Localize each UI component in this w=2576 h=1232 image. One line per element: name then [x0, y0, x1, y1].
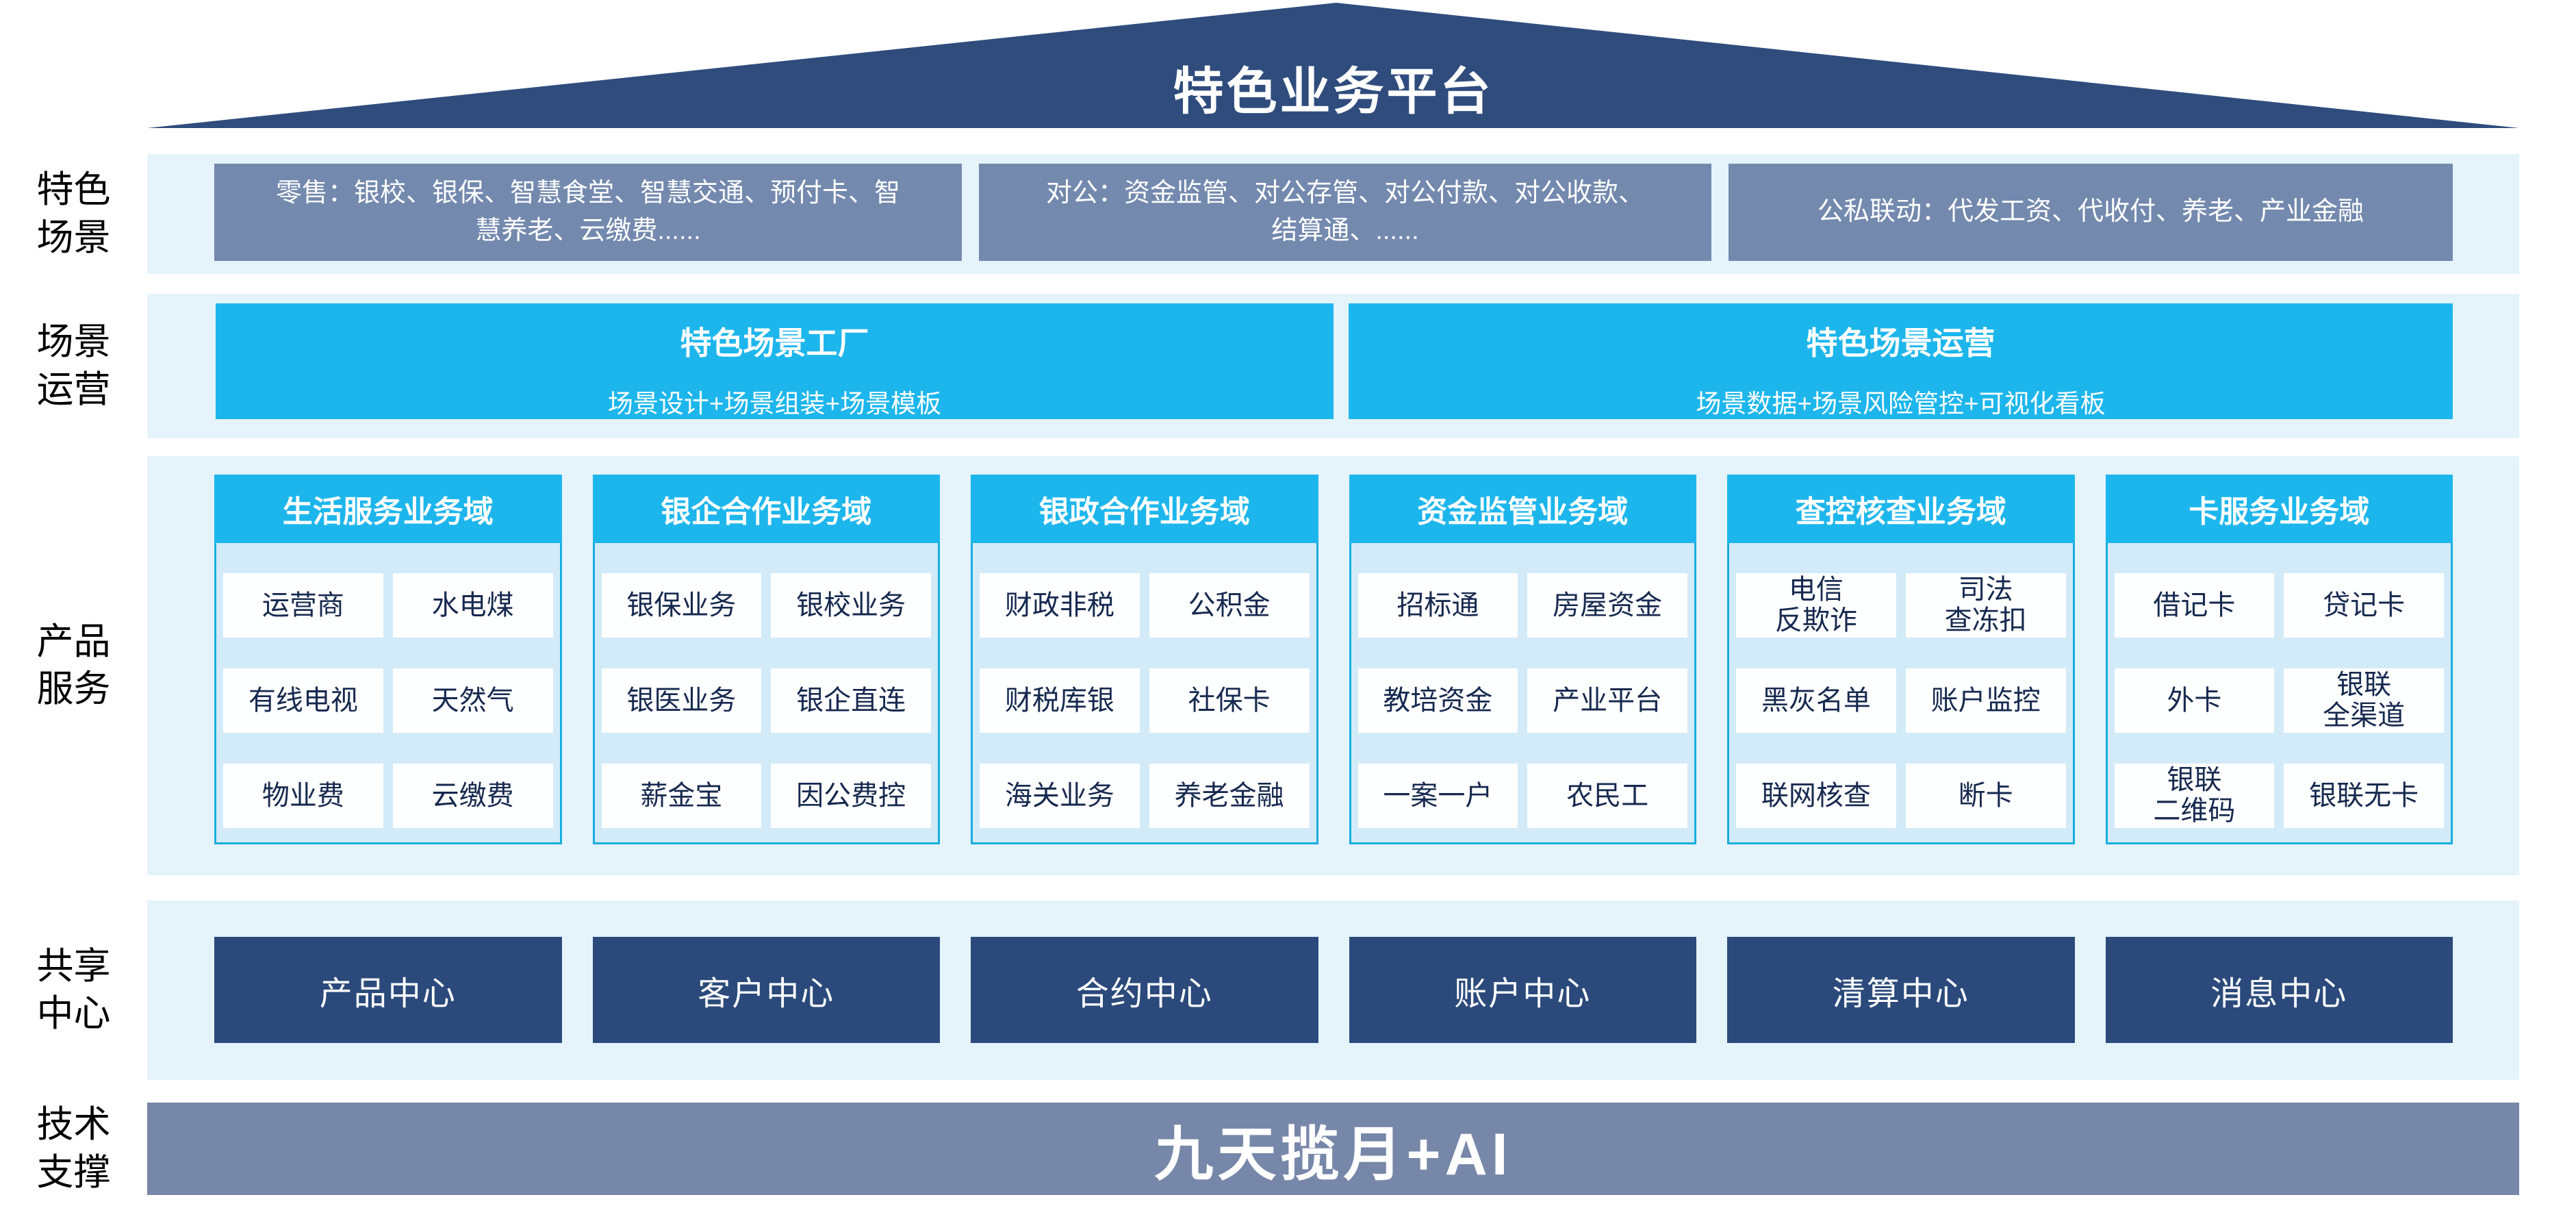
product-cell: 运营商	[223, 573, 383, 638]
domain-header: 银政合作业务域	[971, 475, 1318, 543]
scenarios-band: 零售：银校、银保、智慧食堂、智慧交通、预付卡、智慧养老、云缴费...... 对公…	[147, 154, 2519, 274]
ops-box-scene-factory: 特色场景工厂 场景设计+场景组装+场景模板	[216, 303, 1334, 419]
operations-band: 特色场景工厂 场景设计+场景组装+场景模板 特色场景运营 场景数据+场景风险管控…	[147, 294, 2519, 438]
shared-center-message: 消息中心	[2105, 937, 2453, 1043]
product-cell: 天然气	[392, 668, 553, 733]
product-cell: 薪金宝	[601, 764, 762, 828]
product-cell: 断卡	[1905, 764, 2066, 828]
product-cell: 联网核查	[1736, 764, 1896, 828]
domain-body: 银保业务 银校业务 银医业务 银企直连 薪金宝 因公费控	[592, 543, 940, 844]
domain-column-bank-government: 银政合作业务域 财政非税 公积金 财税库银 社保卡 海关业务 养老金融	[971, 475, 1318, 844]
product-cell: 社保卡	[1149, 668, 1310, 733]
product-cell: 银校业务	[771, 573, 931, 638]
rail-label-operations: 场景 运营	[36, 321, 111, 410]
product-cell: 银联 全渠道	[2284, 668, 2444, 733]
rail-label-products: 产品 服务	[36, 620, 111, 709]
domain-header: 生活服务业务域	[214, 475, 562, 543]
product-cell: 海关业务	[980, 764, 1140, 828]
product-cell: 农民工	[1527, 764, 1687, 828]
rail-label-scenarios: 特色 场景	[36, 169, 111, 258]
products-band: 生活服务业务域 运营商 水电煤 有线电视 天然气 物业费 云缴费 银企合作业务域…	[147, 456, 2519, 875]
domain-column-life-services: 生活服务业务域 运营商 水电煤 有线电视 天然气 物业费 云缴费	[214, 475, 562, 844]
shared-center-contract: 合约中心	[971, 937, 1318, 1043]
platform-title: 特色业务平台	[1173, 63, 1494, 120]
product-cell: 房屋资金	[1527, 573, 1687, 638]
product-cell: 银企直连	[771, 668, 931, 733]
domain-header: 资金监管业务域	[1349, 475, 1696, 543]
domain-column-bank-enterprise: 银企合作业务域 银保业务 银校业务 银医业务 银企直连 薪金宝 因公费控	[592, 475, 940, 844]
product-cell: 财政非税	[980, 573, 1140, 638]
ops-box-title: 特色场景运营	[1806, 325, 1995, 361]
product-cell: 教培资金	[1357, 668, 1518, 733]
domain-body: 借记卡 贷记卡 外卡 银联 全渠道 银联 二维码 银联无卡	[2105, 543, 2453, 844]
ops-box-subtitle: 场景数据+场景风险管控+可视化看板	[1696, 390, 2106, 418]
product-cell: 因公费控	[771, 764, 931, 828]
product-cell: 银联 二维码	[2114, 764, 2275, 828]
product-cell: 物业费	[223, 764, 383, 828]
product-cell: 贷记卡	[2284, 573, 2444, 638]
product-cell: 账户监控	[1905, 668, 2066, 733]
product-cell: 云缴费	[392, 764, 553, 828]
roof-banner: 特色业务平台	[147, 0, 2519, 130]
domain-column-fund-supervision: 资金监管业务域 招标通 房屋资金 教培资金 产业平台 一案一户 农民工	[1349, 475, 1696, 844]
domain-column-card-services: 卡服务业务域 借记卡 贷记卡 外卡 银联 全渠道 银联 二维码 银联无卡	[2105, 475, 2453, 844]
domain-body: 运营商 水电煤 有线电视 天然气 物业费 云缴费	[214, 543, 562, 844]
domain-header: 银企合作业务域	[592, 475, 940, 543]
shared-band: 产品中心 客户中心 合约中心 账户中心 清算中心 消息中心	[147, 901, 2519, 1080]
product-cell: 黑灰名单	[1736, 668, 1896, 733]
product-cell: 公积金	[1149, 573, 1310, 638]
ops-box-title: 特色场景工厂	[680, 325, 869, 361]
domain-column-inquiry-control: 查控核查业务域 电信 反欺诈 司法 查冻扣 黑灰名单 账户监控 联网核查 断卡	[1727, 475, 2075, 844]
product-cell: 财税库银	[980, 668, 1140, 733]
shared-center-clearing: 清算中心	[1727, 937, 2075, 1043]
scenario-box-corporate: 对公：资金监管、对公存管、对公付款、对公收款、结算通、......	[979, 164, 1711, 261]
domain-body: 招标通 房屋资金 教培资金 产业平台 一案一户 农民工	[1349, 543, 1696, 844]
product-cell: 招标通	[1357, 573, 1518, 638]
product-cell: 电信 反欺诈	[1736, 573, 1896, 638]
ops-box-subtitle: 场景设计+场景组装+场景模板	[607, 390, 942, 418]
scenario-box-retail: 零售：银校、银保、智慧食堂、智慧交通、预付卡、智慧养老、云缴费......	[214, 164, 962, 261]
rail-label-shared: 共享 中心	[36, 945, 111, 1034]
domain-header: 查控核查业务域	[1727, 475, 2075, 543]
product-cell: 外卡	[2114, 668, 2275, 733]
domain-header: 卡服务业务域	[2105, 475, 2453, 543]
roof-triangle	[147, 3, 2519, 128]
shared-center-product: 产品中心	[214, 937, 562, 1043]
product-cell: 一案一户	[1357, 764, 1518, 828]
product-cell: 养老金融	[1149, 764, 1310, 828]
product-cell: 产业平台	[1527, 668, 1687, 733]
product-cell: 银保业务	[601, 573, 762, 638]
product-cell: 银联无卡	[2284, 764, 2444, 828]
domain-body: 财政非税 公积金 财税库银 社保卡 海关业务 养老金融	[971, 543, 1318, 844]
product-cell: 水电煤	[392, 573, 553, 638]
shared-center-account: 账户中心	[1349, 937, 1696, 1043]
shared-center-customer: 客户中心	[592, 937, 940, 1043]
scenario-box-public-private: 公私联动：代发工资、代收付、养老、产业金融	[1729, 164, 2453, 261]
ops-box-scene-operation: 特色场景运营 场景数据+场景风险管控+可视化看板	[1349, 303, 2453, 419]
rail-label-tech: 技术 支撑	[36, 1104, 111, 1193]
product-cell: 借记卡	[2114, 573, 2275, 638]
tech-support-platform: 九天揽月+AI	[147, 1103, 2519, 1195]
domain-body: 电信 反欺诈 司法 查冻扣 黑灰名单 账户监控 联网核查 断卡	[1727, 543, 2075, 844]
product-cell: 司法 查冻扣	[1905, 573, 2066, 638]
product-cell: 银医业务	[601, 668, 762, 733]
product-cell: 有线电视	[223, 668, 383, 733]
